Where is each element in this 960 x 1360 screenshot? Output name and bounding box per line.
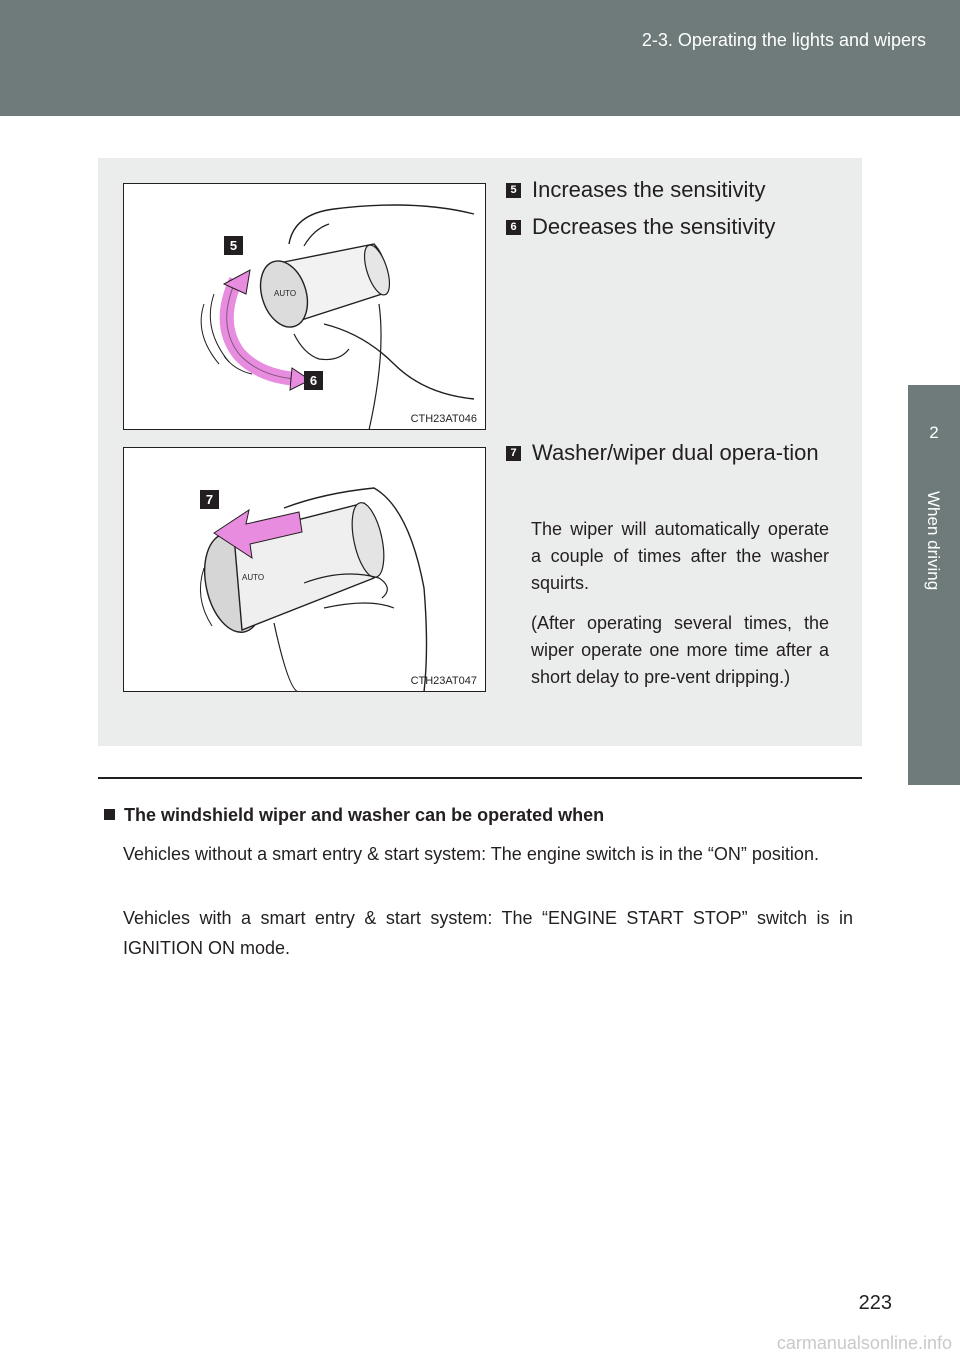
figure-sensitivity-dial: AUTO 5 6 CTH23AT046 — [123, 183, 486, 430]
item-marker: 5 — [506, 183, 521, 198]
item-text: Washer/wiper dual opera-tion — [532, 440, 819, 465]
washer-note: (After operating several times, the wipe… — [531, 613, 829, 687]
washer-lever-illustration: AUTO 7 — [199, 487, 428, 691]
page-header: 2-3. Operating the lights and wipers — [0, 0, 960, 116]
figure-code: CTH23AT047 — [410, 675, 477, 687]
divider — [98, 777, 862, 779]
note-heading: The windshield wiper and washer can be o… — [104, 805, 604, 826]
figure-code: CTH23AT046 — [410, 413, 477, 425]
note-heading-text: The windshield wiper and washer can be o… — [124, 805, 605, 825]
item-increase-sensitivity: 5 Increases the sensitivity — [506, 172, 829, 208]
callout-7-label: 7 — [206, 492, 213, 507]
chapter-label: When driving — [924, 491, 943, 591]
svg-text:AUTO: AUTO — [242, 573, 264, 582]
item-marker: 7 — [506, 446, 521, 461]
item-text: Decreases the sensitivity — [532, 214, 776, 239]
item-decrease-sensitivity: 6 Decreases the sensitivity — [506, 209, 829, 245]
watermark: carmanualsonline.info — [776, 1333, 952, 1353]
chapter-number: 2 — [929, 423, 939, 442]
item-washer-wiper: 7 Washer/wiper dual opera-tion — [506, 435, 829, 471]
callout-7-marker — [200, 490, 219, 509]
figure-washer-pull: AUTO 7 CTH23AT047 — [123, 447, 486, 692]
wiper-lever-illustration: AUTO 5 6 — [200, 204, 475, 429]
callout-5-marker — [224, 236, 243, 255]
item-text: Increases the sensitivity — [532, 177, 766, 202]
note-paragraph-1: Vehicles without a smart entry & start s… — [123, 844, 819, 864]
pull-arrow — [213, 508, 303, 560]
chapter-tab: 2 When driving — [908, 385, 960, 785]
callout-5-label: 5 — [230, 238, 237, 253]
callout-6-marker — [304, 371, 323, 390]
svg-text:AUTO: AUTO — [274, 289, 296, 298]
item-marker: 6 — [506, 220, 521, 235]
section-title: 2-3. Operating the lights and wipers — [641, 30, 926, 50]
page-number: 223 — [858, 1292, 892, 1314]
callout-6-label: 6 — [310, 373, 317, 388]
washer-description: The wiper will automatically operate a c… — [531, 519, 829, 593]
note-paragraph-2: Vehicles with a smart entry & start syst… — [123, 908, 853, 958]
bullet-square-icon — [104, 809, 115, 820]
